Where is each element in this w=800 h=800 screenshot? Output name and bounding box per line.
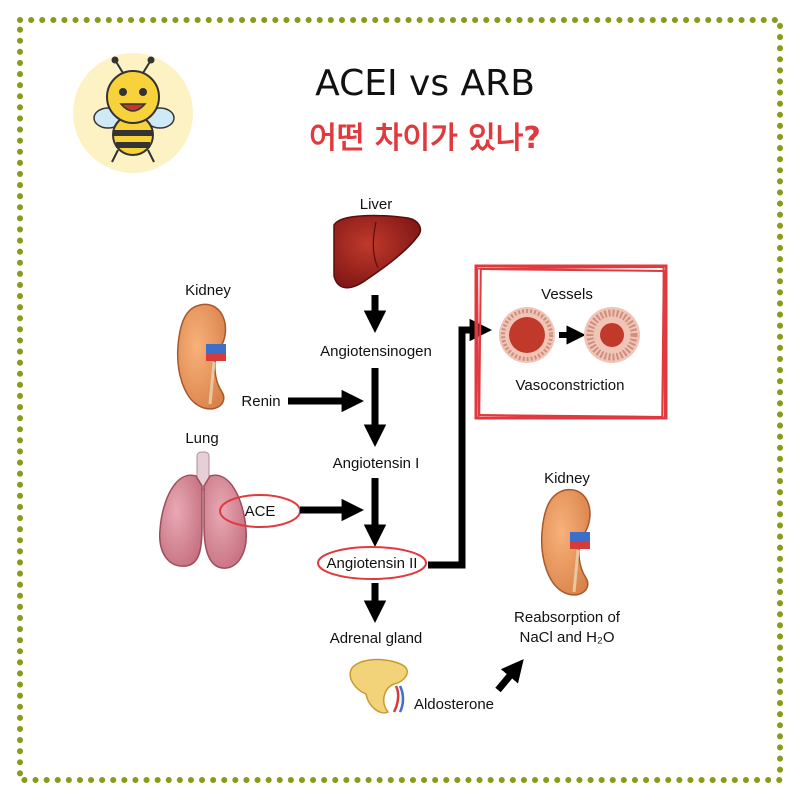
label-kidney-right: Kidney	[544, 470, 590, 487]
label-adrenal-gland: Adrenal gland	[330, 630, 423, 647]
lungs-icon	[159, 451, 247, 569]
label-reabsorption-line1: Reabsorption of	[514, 609, 621, 626]
label-angiotensin-2: Angiotensin II	[327, 555, 418, 572]
label-reabsorption-line2: NaCl and H₂O	[519, 629, 614, 646]
title-korean: 어떤 차이가 있나?	[309, 121, 541, 156]
label-ace: ACE	[245, 503, 276, 520]
dotted-border	[17, 17, 783, 783]
label-lung: Lung	[185, 430, 218, 447]
kidney-icon	[176, 303, 227, 410]
bee-mascot-icon	[73, 53, 193, 173]
label-kidney-left: Kidney	[185, 282, 231, 299]
arrow-angiotensin2-to-vessels	[428, 318, 492, 569]
title-english: ACEI vs ARB	[315, 63, 535, 104]
label-aldosterone: Aldosterone	[414, 696, 494, 713]
label-vasoconstriction: Vasoconstriction	[516, 377, 625, 394]
label-angiotensinogen: Angiotensinogen	[320, 343, 432, 360]
label-angiotensin-1: Angiotensin I	[333, 455, 420, 472]
label-renin: Renin	[241, 393, 280, 410]
blood-vessel-icon	[499, 307, 555, 363]
liver-icon	[333, 214, 422, 289]
blood-vessel-constricted-icon	[584, 307, 640, 363]
arrow-aldosterone-to-kidney	[495, 659, 524, 693]
angiotensin-2-highlight	[317, 546, 427, 580]
label-vessels: Vessels	[541, 286, 593, 303]
adrenal-gland-icon	[349, 658, 408, 714]
vessels-highlight-box	[474, 264, 668, 420]
label-liver: Liver	[360, 196, 393, 213]
kidney-right-icon	[540, 489, 591, 596]
